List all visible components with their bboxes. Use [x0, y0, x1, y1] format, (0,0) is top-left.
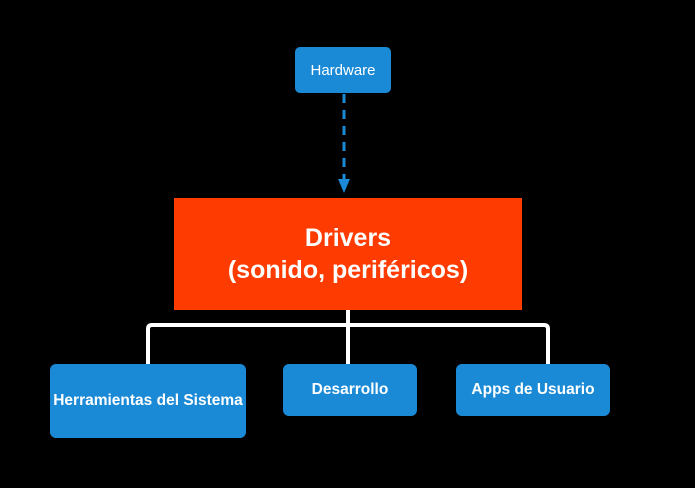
- edge-hardware-to-drivers: [338, 94, 350, 193]
- node-herramientas-del-sistema[interactable]: Herramientas del Sistema: [50, 364, 246, 438]
- node-apps-de-usuario[interactable]: Apps de Usuario: [456, 364, 610, 416]
- node-drivers-label-line2: (sonido, periféricos): [227, 256, 469, 284]
- node-desarrollo[interactable]: Desarrollo: [283, 364, 417, 416]
- node-drivers-label-line1: Drivers: [304, 224, 392, 252]
- node-hardware[interactable]: Hardware: [295, 47, 391, 93]
- edge-drivers-to-children: [146, 310, 550, 364]
- node-desarrollo-label: Desarrollo: [311, 381, 389, 398]
- node-apps-label: Apps de Usuario: [471, 381, 595, 398]
- node-herramientas-label-line2: Sistema: [183, 391, 243, 409]
- node-herramientas-label-line1: Herramientas del: [53, 391, 179, 409]
- node-hardware-label: Hardware: [310, 61, 376, 79]
- node-drivers[interactable]: Drivers (sonido, periféricos): [174, 198, 522, 310]
